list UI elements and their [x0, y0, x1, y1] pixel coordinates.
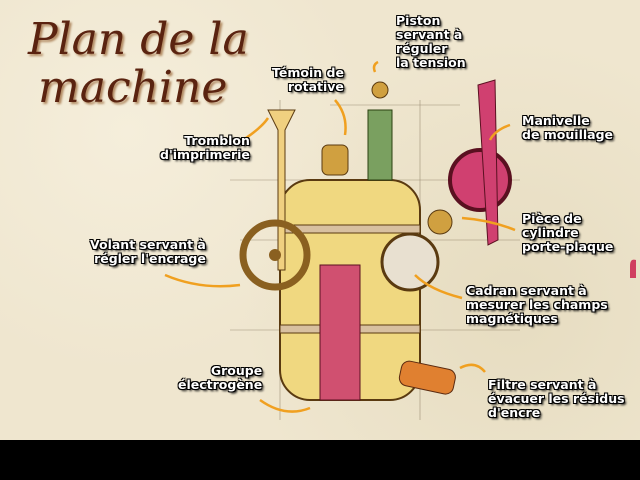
- label-groupe[interactable]: Groupe électrogène: [178, 363, 263, 392]
- label-tromblon[interactable]: Tromblon d'imprimerie: [160, 133, 250, 162]
- arrows: [164, 60, 516, 413]
- machine-plan-scene: Plan de la machine Piston servant à régu…: [0, 0, 640, 440]
- bottom-bar: [0, 440, 640, 480]
- ink-wheel[interactable]: [239, 219, 311, 291]
- page-title-line2: machine: [38, 62, 228, 113]
- label-volant[interactable]: Volant servant à régler l'encrage: [90, 237, 206, 266]
- label-filtre[interactable]: Filtre servant à évacuer les résidus d'e…: [488, 377, 625, 420]
- label-temoin[interactable]: Témoin de rotative: [272, 65, 344, 94]
- cursor-icon: [630, 259, 636, 278]
- trumpet[interactable]: [267, 109, 296, 271]
- page-title: Plan de la: [28, 14, 249, 65]
- ink-filter[interactable]: [398, 360, 457, 396]
- label-piston[interactable]: Piston servant à réguler la tension: [396, 13, 466, 70]
- dial[interactable]: [380, 232, 440, 292]
- label-piece[interactable]: Pièce de cylindre porte-plaque: [522, 211, 614, 254]
- label-manivelle[interactable]: Manivelle de mouillage: [522, 113, 614, 142]
- rotary-indicator[interactable]: [321, 144, 349, 176]
- crank-gear[interactable]: [448, 148, 512, 212]
- machine-drawing: [164, 60, 636, 420]
- crank[interactable]: [477, 79, 499, 246]
- label-cadran[interactable]: Cadran servant à mesurer les champs magn…: [466, 283, 608, 326]
- generator[interactable]: [319, 264, 361, 401]
- piston[interactable]: [367, 109, 393, 181]
